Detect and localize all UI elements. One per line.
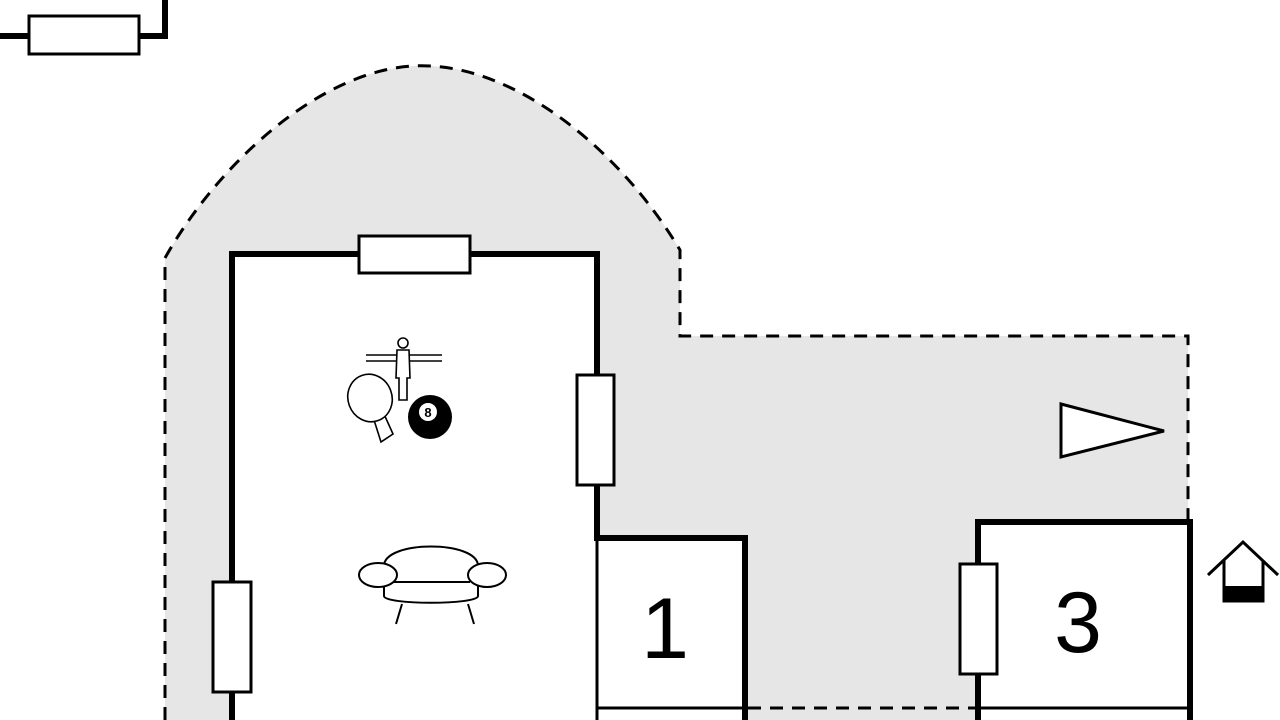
table-football-icon (366, 337, 442, 401)
main-room-top-window (357, 234, 472, 275)
main-room-floor (232, 254, 745, 720)
main-room-left-window (211, 580, 253, 694)
billiard-ball-number: 8 (424, 405, 431, 420)
room-3-window (958, 562, 999, 676)
table-tennis-icon (346, 373, 395, 444)
room-1-label: 1 (641, 581, 689, 677)
top-left-window (27, 14, 141, 56)
house-icon (1206, 539, 1280, 603)
north-arrow-icon (1059, 402, 1165, 459)
room-3-label: 3 (1054, 575, 1102, 671)
room-3-floor (978, 522, 1190, 720)
main-room-right-window (575, 373, 616, 487)
terrace-dashed-outline (163, 64, 1190, 720)
billiard-ball-icon: 8 (408, 395, 452, 439)
sofa-icon (358, 545, 507, 625)
